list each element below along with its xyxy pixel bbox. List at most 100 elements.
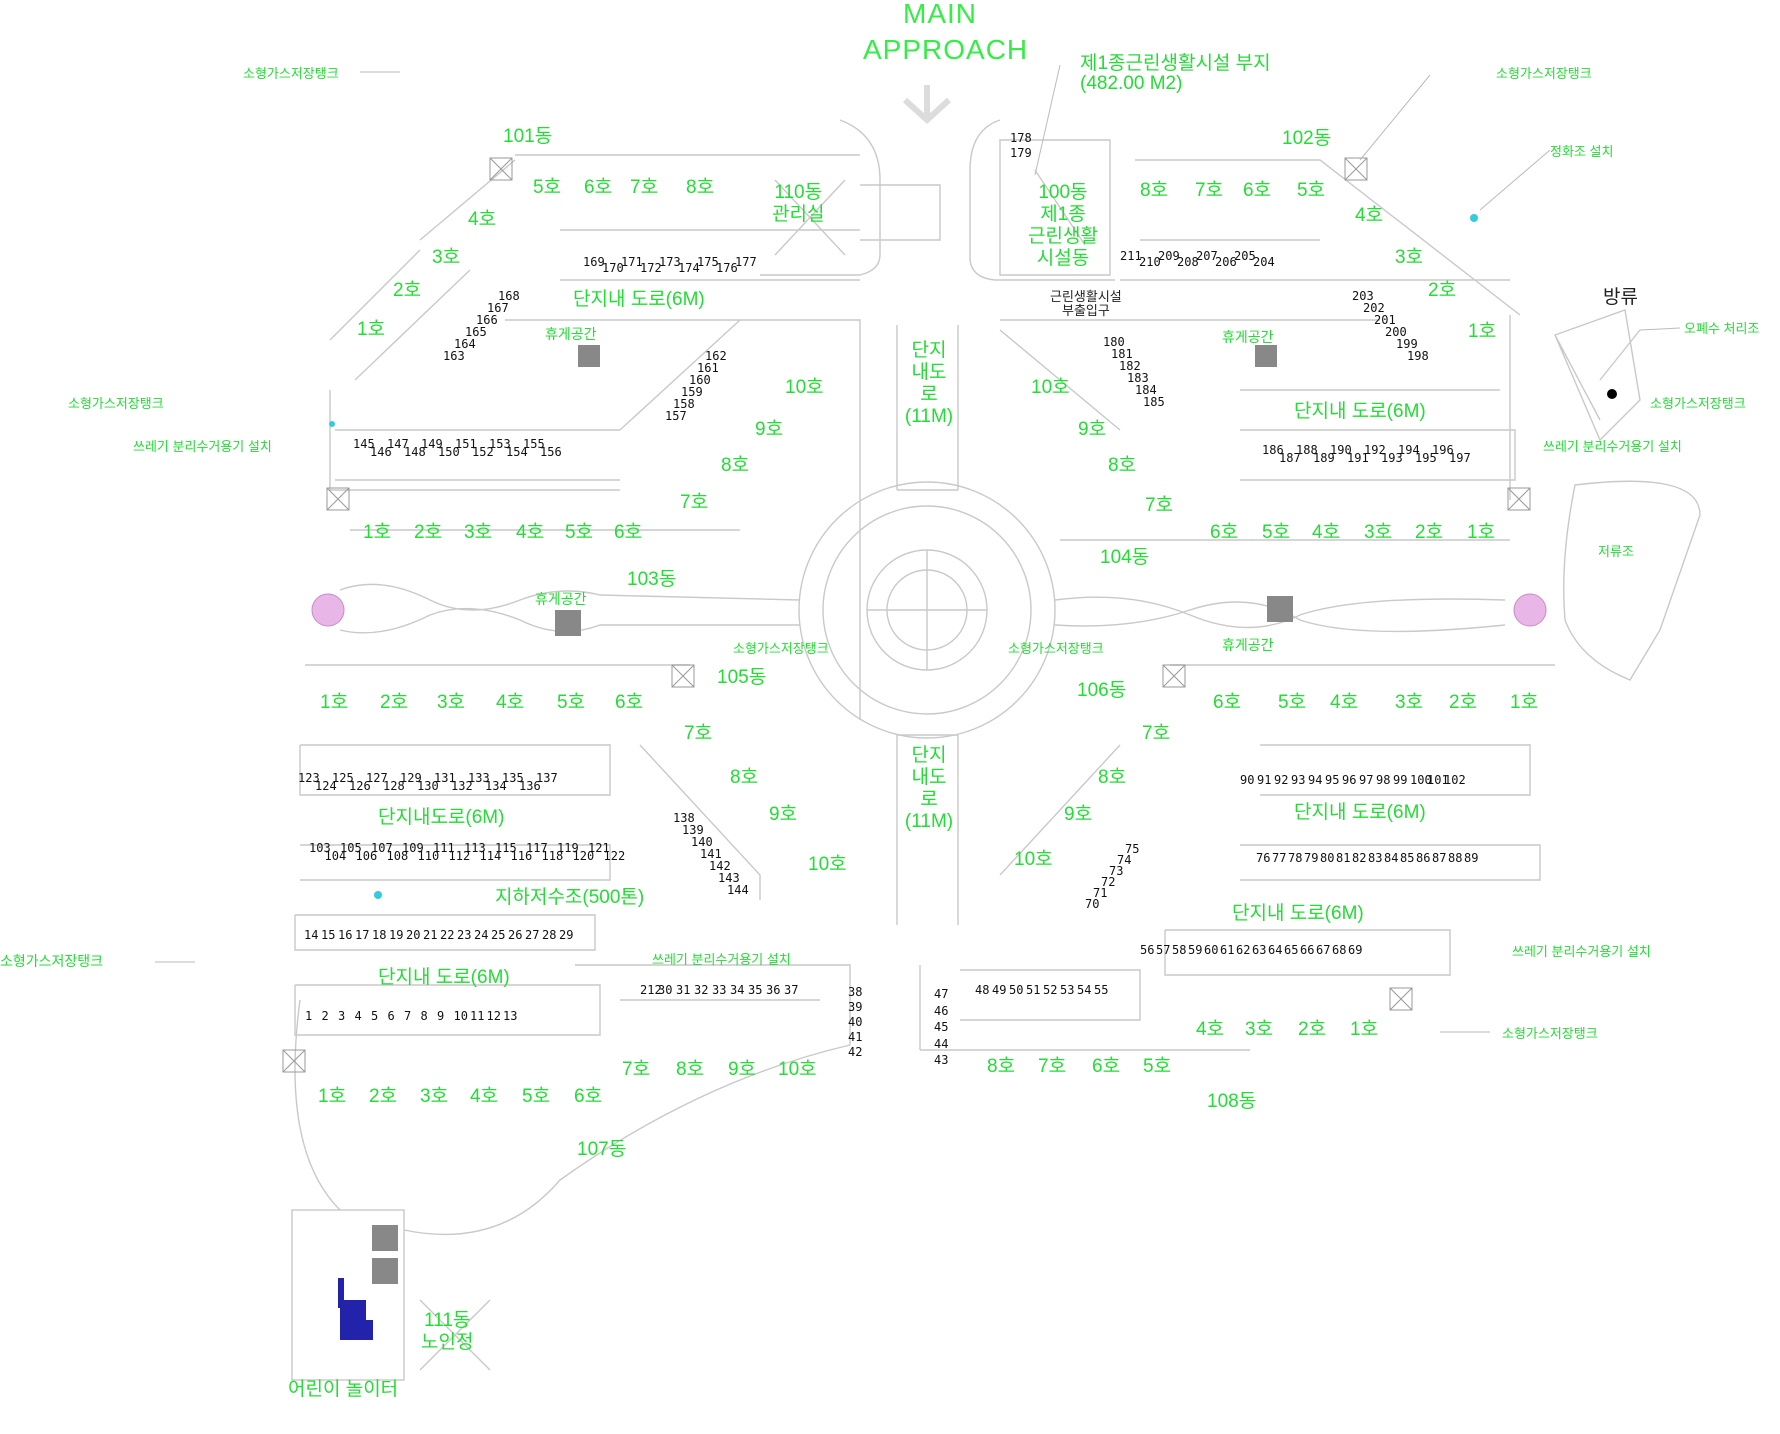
gas-tank-label-7: 소형가스저장탱크 bbox=[0, 953, 104, 969]
unit-label: 5호 bbox=[522, 1086, 551, 1107]
gas-tank-label-6: 소형가스저장탱크 bbox=[1008, 641, 1104, 656]
parking-stall-number: 23 bbox=[457, 928, 472, 942]
unit-label: 9호 bbox=[728, 1059, 757, 1080]
parking-stall-number: 17 bbox=[355, 928, 370, 942]
parking-stall-number: 117 bbox=[526, 841, 548, 855]
unit-label: 2호 bbox=[1298, 1019, 1327, 1040]
unit-label: 3호 bbox=[1364, 522, 1393, 543]
parking-stall-number: 138 bbox=[673, 811, 695, 825]
parking-stall-number: 182 bbox=[1119, 359, 1141, 373]
road-6m-sw-upper: 단지내도로(6M) bbox=[378, 807, 505, 828]
parking-stall-number: 80 bbox=[1320, 851, 1335, 865]
parking-stall-number: 163 bbox=[443, 349, 465, 363]
parking-stall-number: 90 bbox=[1240, 773, 1255, 787]
parking-stall-number: 66 bbox=[1300, 943, 1315, 957]
unit-label: 7호 bbox=[1195, 180, 1224, 201]
parking-stall-number: 204 bbox=[1253, 255, 1275, 269]
parking-stall-number: 123 bbox=[298, 771, 320, 785]
underground-water-tank: 지하저수조(500톤) bbox=[495, 887, 645, 908]
building-102: 102동 bbox=[1282, 128, 1332, 149]
parking-stall-number: 1 bbox=[305, 1009, 313, 1023]
facility-site-label: 제1종근린생활시설 부지 bbox=[1080, 53, 1271, 74]
parking-stall-number: 36 bbox=[766, 983, 781, 997]
parking-stall-number: 175 bbox=[697, 255, 719, 269]
parking-stall-number: 24 bbox=[474, 928, 489, 942]
play-equipment-icon-1 bbox=[372, 1225, 398, 1251]
pond bbox=[1563, 480, 1701, 681]
parking-stall-number: 53 bbox=[1060, 983, 1075, 997]
parking-stall-number: 155 bbox=[523, 437, 545, 451]
waste-label-4: 쓰레기 분리수거용기 설치 bbox=[1512, 944, 1651, 959]
parking-stall-number: 194 bbox=[1398, 443, 1420, 457]
parking-stall-number: 55 bbox=[1094, 983, 1109, 997]
parking-stall-number: 135 bbox=[502, 771, 524, 785]
parking-stall-number: 103 bbox=[309, 841, 331, 855]
unit-label: 9호 bbox=[1064, 804, 1093, 825]
waste-label-3: 쓰레기 분리수거용기 설치 bbox=[652, 952, 791, 967]
parking-stall-number: 65 bbox=[1284, 943, 1299, 957]
parking-stall-number: 30 bbox=[658, 983, 673, 997]
parking-stall-number: 143 bbox=[718, 871, 740, 885]
parking-stall-number: 67 bbox=[1316, 943, 1331, 957]
unit-label: 6호 bbox=[1213, 692, 1242, 713]
parking-stall-number: 209 bbox=[1158, 249, 1180, 263]
unit-label: 4호 bbox=[1312, 522, 1341, 543]
unit-label: 6호 bbox=[1243, 180, 1272, 201]
parking-stall-number: 193 bbox=[1381, 451, 1403, 465]
building-107: 107동 bbox=[577, 1139, 627, 1160]
parking-stall-number: 74 bbox=[1117, 853, 1132, 867]
parking-stall-number: 54 bbox=[1077, 983, 1092, 997]
unit-label: 6호 bbox=[615, 692, 644, 713]
parking-stall-number: 125 bbox=[332, 771, 354, 785]
parking-stall-number: 78 bbox=[1288, 851, 1303, 865]
parking-stall-number: 34 bbox=[730, 983, 745, 997]
building-104: 104동 bbox=[1100, 547, 1150, 568]
parking-stall-number: 70 bbox=[1085, 897, 1100, 911]
parking-stall-number: 158 bbox=[673, 397, 695, 411]
parking-stall-number: 43 bbox=[934, 1053, 949, 1067]
parking-stall-number: 102 bbox=[1444, 773, 1466, 787]
parking-stall-number: 47 bbox=[934, 987, 949, 1001]
parking-stall-number: 187 bbox=[1279, 451, 1301, 465]
parking-stall-number: 119 bbox=[557, 841, 579, 855]
unit-label: 2호 bbox=[1428, 280, 1457, 301]
building-105: 105동 bbox=[717, 667, 767, 688]
parking-stall-number: 7 bbox=[404, 1009, 412, 1023]
parking-stall-number: 20 bbox=[406, 928, 421, 942]
parking-stall-number: 112 bbox=[448, 849, 471, 863]
rest-area-w-label: 휴게공간 bbox=[535, 591, 587, 607]
parking-stall-number: 148 bbox=[404, 445, 426, 459]
parking-stall-number: 211 bbox=[1120, 249, 1142, 263]
parking-stall-number: 196 bbox=[1432, 443, 1454, 457]
parking-stall-number: 116 bbox=[510, 849, 533, 863]
parking-stall-number: 186 bbox=[1262, 443, 1284, 457]
parking-stall-number: 139 bbox=[682, 823, 704, 837]
parking-stall-number: 129 bbox=[400, 771, 422, 785]
unit-label: 9호 bbox=[1078, 419, 1107, 440]
parking-stall-number: 32 bbox=[694, 983, 709, 997]
parking-stall-number: 88 bbox=[1448, 851, 1463, 865]
parking-stall-number: 192 bbox=[1364, 443, 1386, 457]
parking-stall-number: 189 bbox=[1313, 451, 1335, 465]
parking-stall-number: 111 bbox=[433, 841, 455, 855]
parking-stall-number: 3 bbox=[338, 1009, 346, 1023]
parking-stall-number: 31 bbox=[676, 983, 691, 997]
play-structure-icon bbox=[338, 1278, 373, 1340]
unit-label: 10호 bbox=[785, 377, 824, 398]
parking-stall-number: 60 bbox=[1204, 943, 1219, 957]
parking-stall-number: 25 bbox=[491, 928, 506, 942]
parking-stall-number: 156 bbox=[540, 445, 562, 459]
unit-label: 4호 bbox=[468, 209, 497, 230]
parking-stall-number: 16 bbox=[338, 928, 353, 942]
parking-stall-number: 190 bbox=[1330, 443, 1352, 457]
unit-label: 6호 bbox=[574, 1086, 603, 1107]
parking-stall-number: 68 bbox=[1332, 943, 1347, 957]
building-106: 106동 bbox=[1077, 680, 1127, 701]
unit-label: 5호 bbox=[565, 522, 594, 543]
parking-stall-number: 82 bbox=[1352, 851, 1367, 865]
unit-label: 8호 bbox=[730, 767, 759, 788]
parking-stall-number: 183 bbox=[1127, 371, 1149, 385]
unit-label: 4호 bbox=[1330, 692, 1359, 713]
septic-install-label: 정화조 설치 bbox=[1550, 144, 1614, 159]
